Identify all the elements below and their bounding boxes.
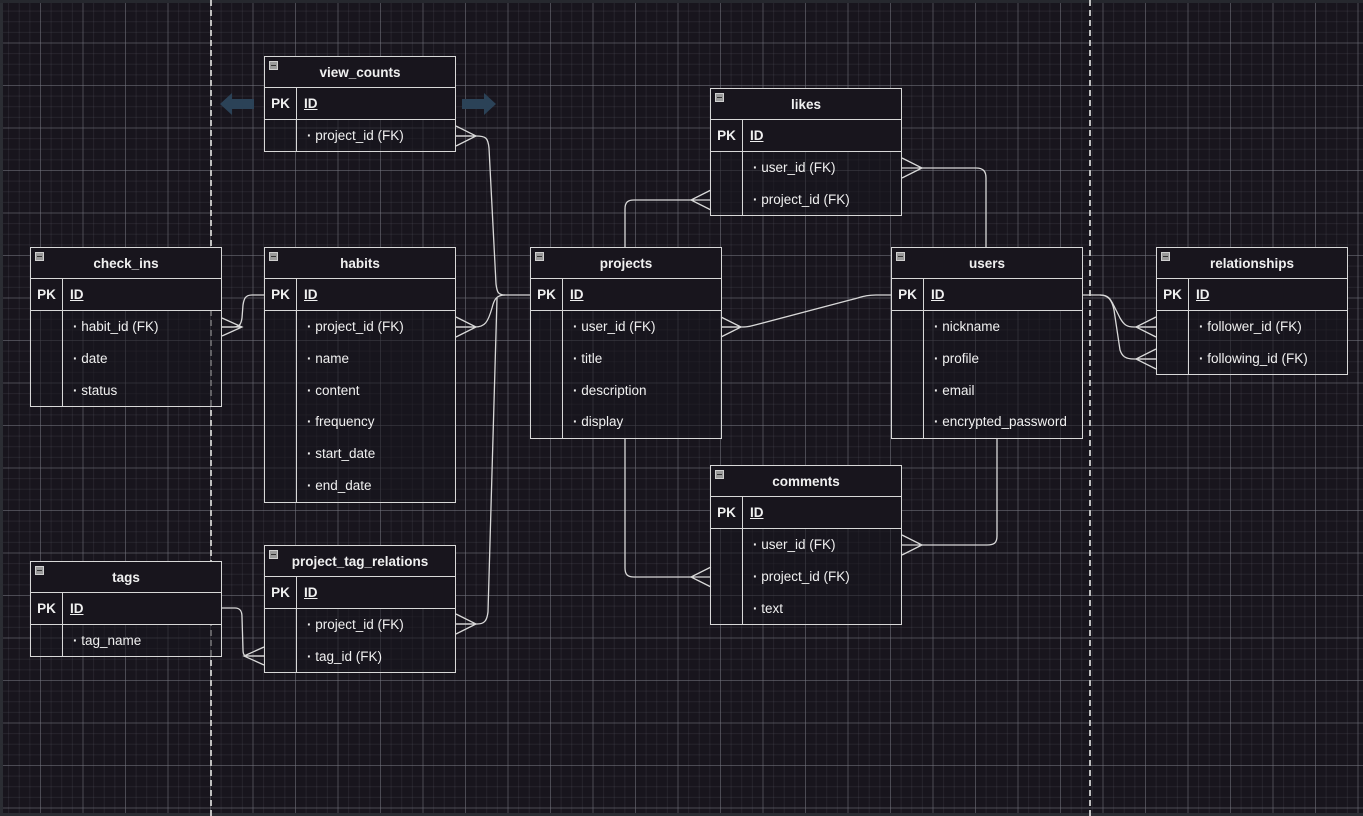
entity-comments[interactable]: comments PK ID user_id (FK) project_id (F… xyxy=(710,465,902,625)
key-column xyxy=(892,311,924,439)
pk-field[interactable]: ID xyxy=(304,287,318,302)
field-row[interactable]: nickname xyxy=(924,311,1082,343)
entity-users[interactable]: users PK ID nickname profile email encryp… xyxy=(891,247,1083,439)
pk-label: PK xyxy=(711,120,743,151)
field-row[interactable]: email xyxy=(924,375,1082,407)
pk-label: PK xyxy=(265,279,297,310)
field-row[interactable]: encrypted_password xyxy=(924,406,1082,438)
field-row[interactable]: name xyxy=(297,343,455,375)
pk-label: PK xyxy=(1157,279,1189,310)
entity-tags[interactable]: tags PK ID tag_name xyxy=(30,561,222,657)
pk-field[interactable]: ID xyxy=(304,96,318,111)
pk-label: PK xyxy=(531,279,563,310)
arrow-left-icon[interactable] xyxy=(220,93,254,115)
key-column xyxy=(531,311,563,439)
key-column xyxy=(31,311,63,407)
minus-box-icon[interactable] xyxy=(269,550,278,559)
key-column xyxy=(711,152,743,216)
key-column xyxy=(31,625,63,657)
field-row[interactable]: project_id (FK) xyxy=(297,120,455,152)
key-column xyxy=(265,311,297,502)
entity-check-ins[interactable]: check_ins PK ID habit_id (FK) date status xyxy=(30,247,222,407)
minus-box-icon[interactable] xyxy=(1161,252,1170,261)
entity-title: view_counts xyxy=(319,65,401,80)
field-row[interactable]: user_id (FK) xyxy=(563,311,721,343)
page-break-line xyxy=(210,0,212,816)
pk-label: PK xyxy=(265,577,297,608)
field-row[interactable]: following_id (FK) xyxy=(1189,343,1347,375)
field-row[interactable]: tag_name xyxy=(63,625,221,657)
field-row[interactable]: profile xyxy=(924,343,1082,375)
field-row[interactable]: user_id (FK) xyxy=(743,152,901,184)
pk-label: PK xyxy=(31,279,63,310)
minus-box-icon[interactable] xyxy=(269,61,278,70)
key-column xyxy=(711,529,743,625)
minus-box-icon[interactable] xyxy=(715,93,724,102)
field-row[interactable]: status xyxy=(63,375,221,407)
minus-box-icon[interactable] xyxy=(896,252,905,261)
field-row[interactable]: frequency xyxy=(297,406,455,438)
minus-box-icon[interactable] xyxy=(269,252,278,261)
entity-view-counts[interactable]: view_counts PK ID project_id (FK) xyxy=(264,56,456,152)
pk-field[interactable]: ID xyxy=(570,287,584,302)
entity-title: project_tag_relations xyxy=(291,554,429,569)
pk-field[interactable]: ID xyxy=(70,287,84,302)
pk-field[interactable]: ID xyxy=(70,601,84,616)
pk-field[interactable]: ID xyxy=(1196,287,1210,302)
field-row[interactable]: start_date xyxy=(297,438,455,470)
field-row[interactable]: project_id (FK) xyxy=(743,184,901,216)
field-row[interactable]: project_id (FK) xyxy=(743,561,901,593)
field-row[interactable]: project_id (FK) xyxy=(297,609,455,641)
entity-project-tag-relations[interactable]: project_tag_relations PK ID project_id (F… xyxy=(264,545,456,673)
field-row[interactable]: content xyxy=(297,375,455,407)
entity-title: check_ins xyxy=(93,256,159,271)
field-row[interactable]: project_id (FK) xyxy=(297,311,455,343)
key-column xyxy=(265,609,297,673)
canvas-frame-left xyxy=(0,0,3,816)
minus-box-icon[interactable] xyxy=(715,470,724,479)
entity-title: users xyxy=(968,256,1006,271)
page-break-line xyxy=(1089,0,1091,816)
canvas-frame-top xyxy=(0,0,1363,3)
field-row[interactable]: display xyxy=(563,406,721,438)
entity-title: projects xyxy=(599,256,653,271)
key-column xyxy=(1157,311,1189,375)
entity-title: habits xyxy=(340,256,380,271)
minus-box-icon[interactable] xyxy=(35,566,44,575)
field-row[interactable]: tag_id (FK) xyxy=(297,641,455,673)
pk-label: PK xyxy=(31,593,63,624)
field-row[interactable]: end_date xyxy=(297,470,455,502)
pk-field[interactable]: ID xyxy=(304,585,318,600)
entity-title: likes xyxy=(790,97,822,112)
entity-relationships[interactable]: relationships PK ID follower_id (FK) foll… xyxy=(1156,247,1348,375)
pk-label: PK xyxy=(265,88,297,119)
canvas-frame-bottom xyxy=(0,813,1363,816)
entity-title: comments xyxy=(772,474,840,489)
pk-field[interactable]: ID xyxy=(931,287,945,302)
minus-box-icon[interactable] xyxy=(35,252,44,261)
entity-title: relationships xyxy=(1209,256,1295,271)
field-row[interactable]: text xyxy=(743,593,901,625)
field-row[interactable]: title xyxy=(563,343,721,375)
field-row[interactable]: habit_id (FK) xyxy=(63,311,221,343)
pk-field[interactable]: ID xyxy=(750,128,764,143)
pk-label: PK xyxy=(711,497,743,528)
key-column xyxy=(265,120,297,152)
field-row[interactable]: follower_id (FK) xyxy=(1189,311,1347,343)
arrow-right-icon[interactable] xyxy=(462,93,496,115)
pk-field[interactable]: ID xyxy=(750,505,764,520)
pk-label: PK xyxy=(892,279,924,310)
field-row[interactable]: date xyxy=(63,343,221,375)
field-row[interactable]: description xyxy=(563,375,721,407)
entity-title: tags xyxy=(112,570,140,585)
entity-likes[interactable]: likes PK ID user_id (FK) project_id (FK) xyxy=(710,88,902,216)
field-row[interactable]: user_id (FK) xyxy=(743,529,901,561)
entity-projects[interactable]: projects PK ID user_id (FK) title descrip… xyxy=(530,247,722,439)
entity-habits[interactable]: habits PK ID project_id (FK) name content… xyxy=(264,247,456,503)
minus-box-icon[interactable] xyxy=(535,252,544,261)
